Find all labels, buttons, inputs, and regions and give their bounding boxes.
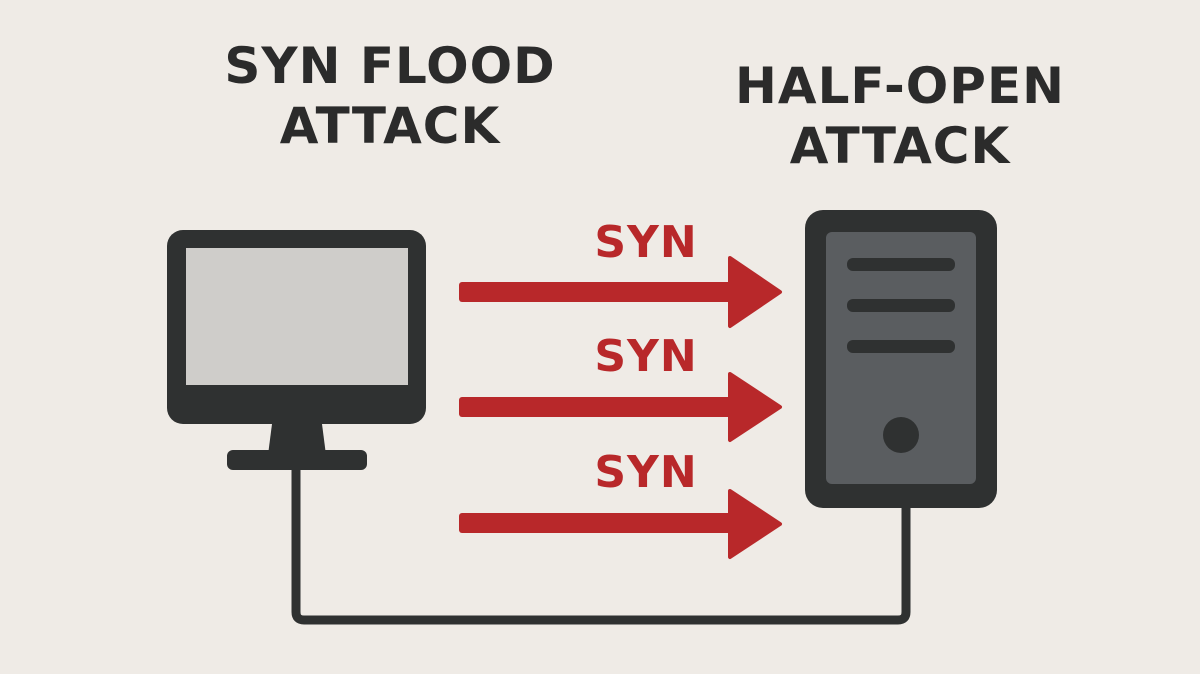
syn-label: SYN xyxy=(594,331,698,382)
server-front-panel xyxy=(826,232,976,484)
monitor-stand xyxy=(227,450,367,470)
server-power-button xyxy=(883,417,919,453)
syn-label: SYN xyxy=(594,447,698,498)
syn-arrow xyxy=(459,256,782,328)
monitor-neck xyxy=(268,424,326,455)
syn-label: SYN xyxy=(594,217,698,268)
monitor-screen xyxy=(186,248,408,385)
title-syn-flood-attack: SYN FLOOD ATTACK xyxy=(224,37,556,155)
server-drive-bay xyxy=(847,299,955,312)
server-tower-icon xyxy=(805,210,997,508)
monitor-icon xyxy=(167,230,426,470)
server-drive-bay xyxy=(847,340,955,353)
connection-cable xyxy=(291,470,911,625)
server-drive-bay xyxy=(847,258,955,271)
syn-arrow xyxy=(459,489,782,559)
syn-arrow xyxy=(459,372,782,442)
title-half-open-attack: HALF-OPEN ATTACK xyxy=(735,57,1065,175)
